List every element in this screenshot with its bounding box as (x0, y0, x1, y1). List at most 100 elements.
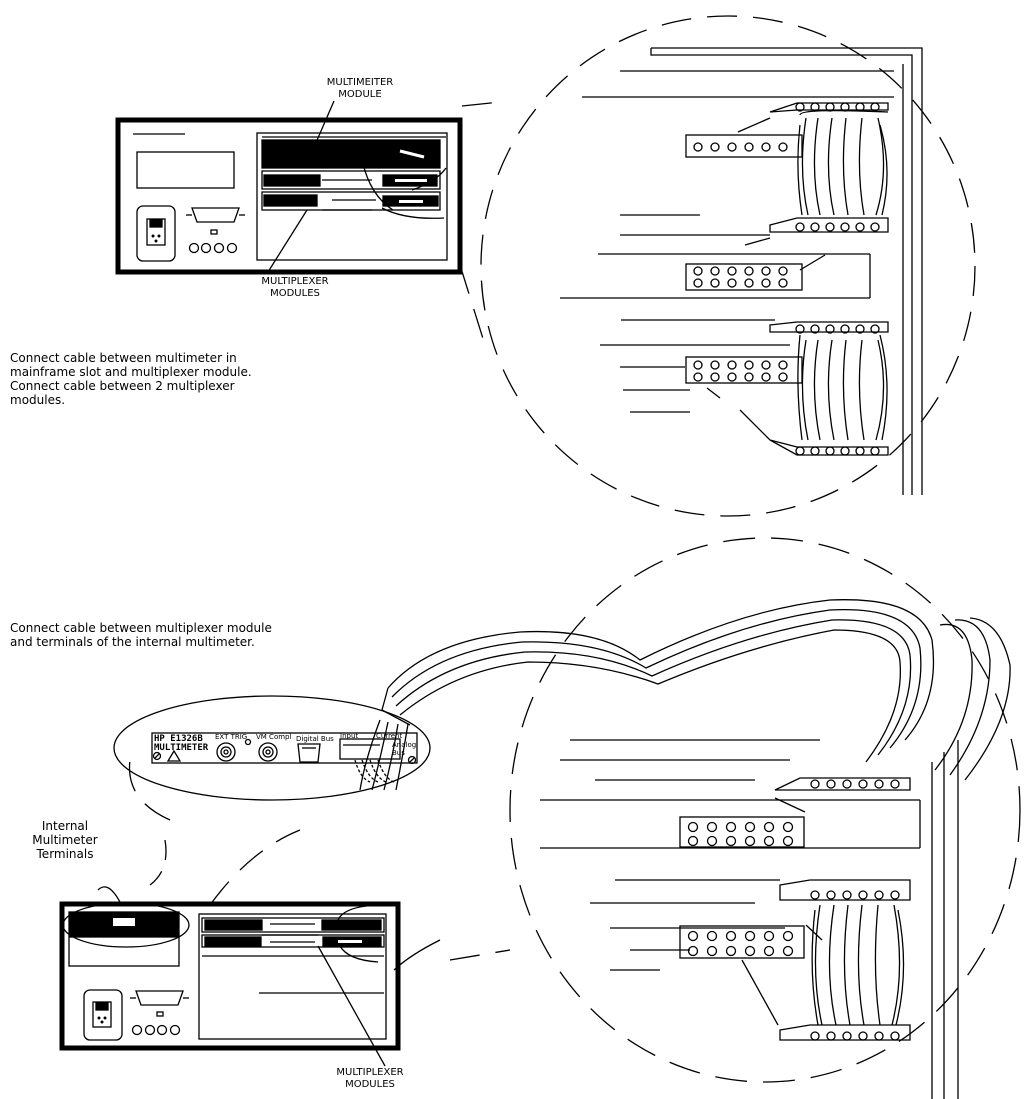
connector-pin (810, 446, 820, 456)
terminal-pin (710, 142, 720, 152)
connector-pin (840, 324, 850, 334)
connector-pin (842, 779, 852, 789)
top-detail-circle (459, 15, 976, 517)
connector-pin (858, 779, 868, 789)
terminal-pin (710, 266, 720, 276)
terminal-pin (744, 835, 756, 847)
current-label: Current (376, 732, 403, 740)
terminal-pin (744, 945, 756, 957)
terminal-pin (763, 930, 775, 942)
terminal-pin (706, 821, 718, 833)
connector-pin (810, 324, 820, 334)
connector-pin (842, 1031, 852, 1041)
connector-pin (858, 890, 868, 900)
bottom-detail-interior (540, 739, 959, 1099)
connector-pin (810, 779, 820, 789)
top-mainframe (115, 100, 463, 275)
multimeter-front-panel-ellipse (113, 695, 431, 801)
terminal-pin (706, 835, 718, 847)
terminal-pin (725, 821, 737, 833)
terminal-pin (744, 360, 754, 370)
connector-pin (795, 446, 805, 456)
connector-pin (810, 102, 820, 112)
multimeter-module-label: MULTIMEITER MODULE (326, 77, 394, 100)
connector-pin (840, 222, 850, 232)
connector-pin (826, 1031, 836, 1041)
connector-pin (810, 1031, 820, 1041)
terminal-pin (782, 930, 794, 942)
connector-pin (825, 102, 835, 112)
bottom-mainframe (59, 759, 441, 1067)
terminal-pin (744, 821, 756, 833)
connector-pin (855, 324, 865, 334)
terminal-pin (727, 142, 737, 152)
terminal-pin (778, 142, 788, 152)
terminal-pin (782, 835, 794, 847)
terminal-pin (778, 278, 788, 288)
digital-bus-label: Digital Bus (296, 735, 334, 743)
input-label: Input (340, 732, 359, 740)
terminal-pin (744, 372, 754, 382)
terminal-pin (744, 278, 754, 288)
connector-pin (795, 102, 805, 112)
connector-pin (874, 779, 884, 789)
terminal-pin (725, 945, 737, 957)
terminal-pin (744, 142, 754, 152)
terminal-pin (687, 945, 699, 957)
terminal-pin (763, 945, 775, 957)
terminal-pin (744, 266, 754, 276)
top-caption: Connect cable between multimeter in main… (10, 351, 252, 407)
connector-pin (825, 446, 835, 456)
internal-terminals-label: Internal Multimeter Terminals (32, 819, 98, 861)
terminal-pin (693, 278, 703, 288)
terminal-pin (761, 142, 771, 152)
terminal-pin (710, 372, 720, 382)
terminal-pin (744, 930, 756, 942)
connector-pin (840, 102, 850, 112)
terminal-pin (761, 266, 771, 276)
terminal-pin (778, 372, 788, 382)
vm-compl-label: VM Compl (256, 733, 292, 741)
terminal-pin (693, 372, 703, 382)
terminal-pin (727, 372, 737, 382)
terminal-pin (693, 266, 703, 276)
connector-pin (810, 222, 820, 232)
terminal-pin (727, 278, 737, 288)
terminal-pin (687, 930, 699, 942)
terminal-pin (727, 360, 737, 370)
terminal-pin (778, 266, 788, 276)
connector-pin (842, 890, 852, 900)
terminal-pin (761, 360, 771, 370)
connector-pin (855, 446, 865, 456)
connector-pin (810, 890, 820, 900)
connector-pin (826, 890, 836, 900)
terminal-pin (763, 821, 775, 833)
bottom-multiplexer-modules-label: MULTIPLEXER MODULES (336, 1067, 404, 1090)
terminal-pin (706, 945, 718, 957)
connector-pin (855, 102, 865, 112)
terminal-pin (778, 360, 788, 370)
terminal-pin (725, 930, 737, 942)
terminal-pin (693, 142, 703, 152)
terminal-pin (693, 360, 703, 370)
connector-pin (890, 890, 900, 900)
connector-pin (874, 890, 884, 900)
top-detail-interior (560, 47, 923, 495)
connector-pin (840, 446, 850, 456)
connector-pin (890, 1031, 900, 1041)
terminal-pin (761, 278, 771, 288)
connector-pin (825, 324, 835, 334)
top-multiplexer-modules-label: MULTIPLEXER MODULES (261, 276, 329, 299)
terminal-pin (710, 360, 720, 370)
connector-pin (826, 779, 836, 789)
connector-pin (874, 1031, 884, 1041)
bottom-detail-circle (449, 537, 1021, 1083)
connector-pin (870, 222, 880, 232)
connector-pin (870, 324, 880, 334)
terminal-pin (687, 821, 699, 833)
bottom-ribbon-cable (359, 599, 1011, 791)
connector-pin (870, 446, 880, 456)
connector-pin (825, 222, 835, 232)
analog-bus-label: Analog Bus (392, 741, 417, 757)
